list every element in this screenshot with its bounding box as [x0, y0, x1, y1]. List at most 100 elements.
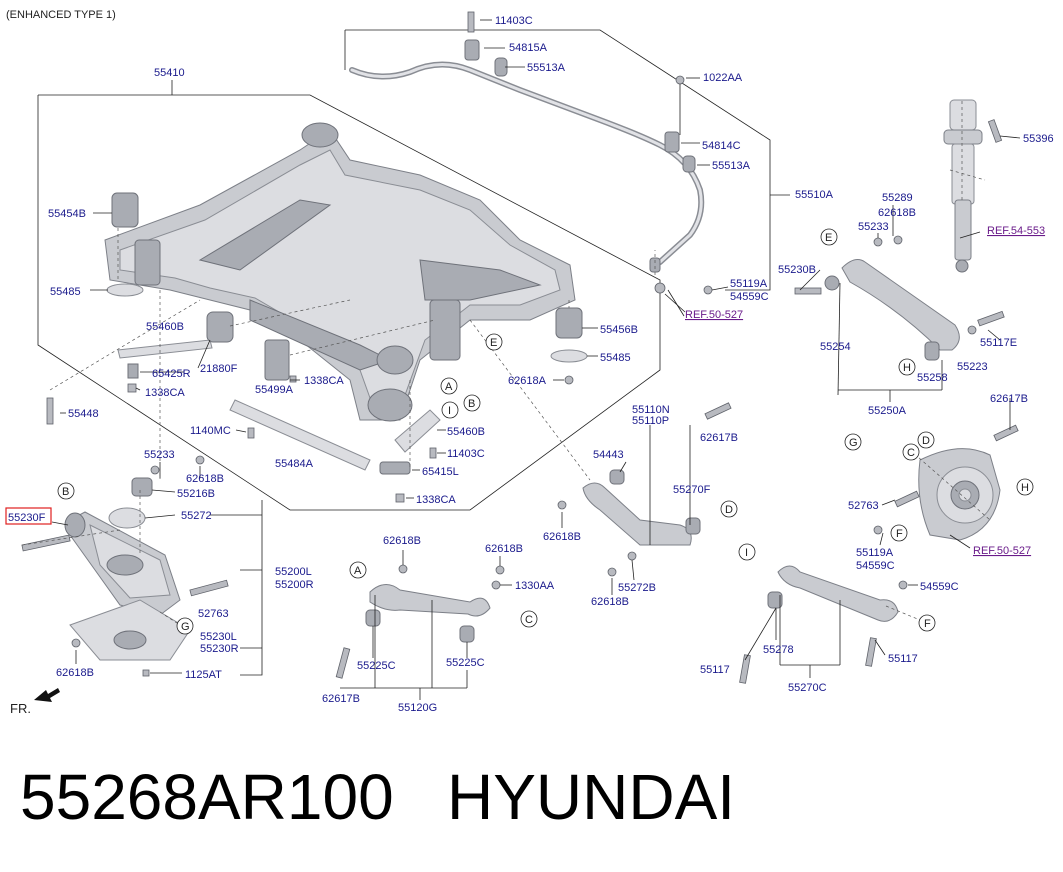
label-55117E: 55117E	[980, 337, 1017, 349]
label-62618B-bottom-left: 62618B	[56, 667, 94, 679]
label-55200R: 55200R	[275, 579, 314, 591]
highlight-box-55230F	[5, 507, 52, 525]
label-54559C-bottom-right: 54559C	[920, 581, 959, 593]
washer-55485-right	[550, 349, 588, 363]
label-55225C-left: 55225C	[357, 660, 396, 672]
subframe-group-frame	[37, 94, 661, 511]
label-1125AT: 1125AT	[185, 669, 222, 681]
nut-62618B-mid	[557, 500, 567, 510]
label-55110N: 55110N	[632, 404, 670, 416]
leader-lines	[51, 19, 1021, 700]
marker-B-lower-arm: B	[57, 482, 75, 500]
svg-text:B: B	[468, 398, 475, 410]
bolt-11403C-bottom	[429, 447, 437, 459]
marker-A-arm: A	[349, 561, 367, 579]
marker-E-upper-arm: E	[820, 228, 838, 246]
ref-link-50-527-top[interactable]: REF.50-527	[685, 309, 743, 321]
svg-text:H: H	[1021, 482, 1029, 494]
label-54815A: 54815A	[509, 42, 548, 54]
marker-I-link: I	[738, 543, 756, 561]
svg-text:A: A	[445, 381, 453, 393]
link-ball-joint	[654, 282, 666, 294]
plate-55484A	[229, 399, 371, 471]
nut-55233-left	[150, 465, 160, 475]
label-55230F: 55230F	[8, 512, 46, 524]
label-55513A-mid: 55513A	[712, 160, 751, 172]
label-11403C-bottom: 11403C	[447, 448, 485, 460]
dashed-guides	[21, 100, 991, 626]
ref-link-50-527-right[interactable]: REF.50-527	[973, 545, 1031, 557]
label-55117-left: 55117	[700, 664, 730, 676]
svg-text:F: F	[896, 528, 903, 540]
reference-links[interactable]: REF.54-553 REF.50-527 REF.50-527	[685, 225, 1045, 557]
label-55270C: 55270C	[788, 682, 827, 694]
bushing-55225C-left	[365, 609, 381, 627]
label-55270F: 55270F	[673, 484, 711, 496]
label-55460B: 55460B	[146, 321, 184, 333]
label-55120G: 55120G	[398, 702, 437, 714]
label-55396: 55396	[1023, 133, 1054, 145]
label-55272B: 55272B	[618, 582, 656, 594]
svg-text:I: I	[448, 405, 451, 417]
clip-1338CA-left	[127, 383, 137, 393]
ref-link-54-553[interactable]: REF.54-553	[987, 225, 1045, 237]
label-54443: 54443	[593, 449, 624, 461]
label-55460B-bottom: 55460B	[447, 426, 485, 438]
assist-arm-55120G	[369, 584, 491, 617]
label-55223: 55223	[957, 361, 988, 373]
label-55254: 55254	[820, 341, 851, 353]
nut-62618B-c2	[495, 565, 505, 575]
svg-text:C: C	[525, 614, 533, 626]
brand-caption: HYUNDAI	[447, 761, 736, 833]
label-55448: 55448	[68, 408, 99, 420]
svg-text:D: D	[725, 504, 733, 516]
svg-text:C: C	[907, 447, 915, 459]
svg-text:F: F	[924, 618, 931, 630]
svg-text:I: I	[745, 547, 748, 559]
footer-caption: 55268AR100 HYUNDAI	[20, 760, 1050, 840]
part-number-caption: 55268AR100	[20, 761, 394, 833]
subframe-bushing-55454B	[111, 192, 139, 228]
label-55410: 55410	[154, 67, 185, 79]
label-52763-right: 52763	[848, 500, 879, 512]
lower-control-arm	[64, 511, 181, 616]
stabilizer-group-frame	[345, 29, 771, 291]
label-55456B: 55456B	[600, 324, 638, 336]
label-1338CA-left: 1338CA	[145, 387, 185, 399]
label-55510A: 55510A	[795, 189, 834, 201]
label-1338CA-bottom: 1338CA	[416, 494, 456, 506]
lower-link-55270C	[777, 565, 899, 622]
bolt-55396	[987, 119, 1003, 143]
bolt-52763-left	[189, 579, 229, 597]
subframe-bushing-55456B	[555, 307, 583, 339]
nut-1022AA	[675, 75, 685, 85]
label-55499A: 55499A	[255, 384, 294, 396]
label-55119A-right: 55119A	[856, 547, 894, 559]
svg-text:H: H	[903, 362, 911, 374]
spring-seat-55272	[108, 507, 146, 529]
label-55233-left: 55233	[144, 449, 175, 461]
label-62617B-mid: 62617B	[700, 432, 738, 444]
bushing-55216B	[131, 477, 153, 497]
label-55230L: 55230L	[200, 631, 237, 643]
bracket-55499A	[264, 339, 290, 381]
label-55110P: 55110P	[632, 415, 669, 427]
nut-62618B-c1	[398, 564, 408, 574]
label-1022AA: 1022AA	[703, 72, 743, 84]
washer-55485-left	[106, 283, 144, 297]
label-65415L: 65415L	[422, 466, 459, 478]
label-1140MC: 1140MC	[190, 425, 231, 437]
label-62618B-c2: 62618B	[485, 543, 523, 555]
marker-F-knuckle: F	[890, 524, 908, 542]
bolt-55117-left	[739, 654, 751, 684]
svg-text:B: B	[62, 486, 69, 498]
bracket-55460B	[117, 339, 213, 359]
bolt-11403C-top	[467, 11, 475, 33]
bracket-55460B-bottom	[394, 409, 441, 453]
marker-C-knuckle: C	[902, 443, 920, 461]
label-62618B-left: 62618B	[186, 473, 224, 485]
bolt-1140MC	[247, 427, 255, 439]
label-54559C-top: 54559C	[730, 291, 769, 303]
label-55216B: 55216B	[177, 488, 215, 500]
label-62618B-c1: 62618B	[383, 535, 421, 547]
